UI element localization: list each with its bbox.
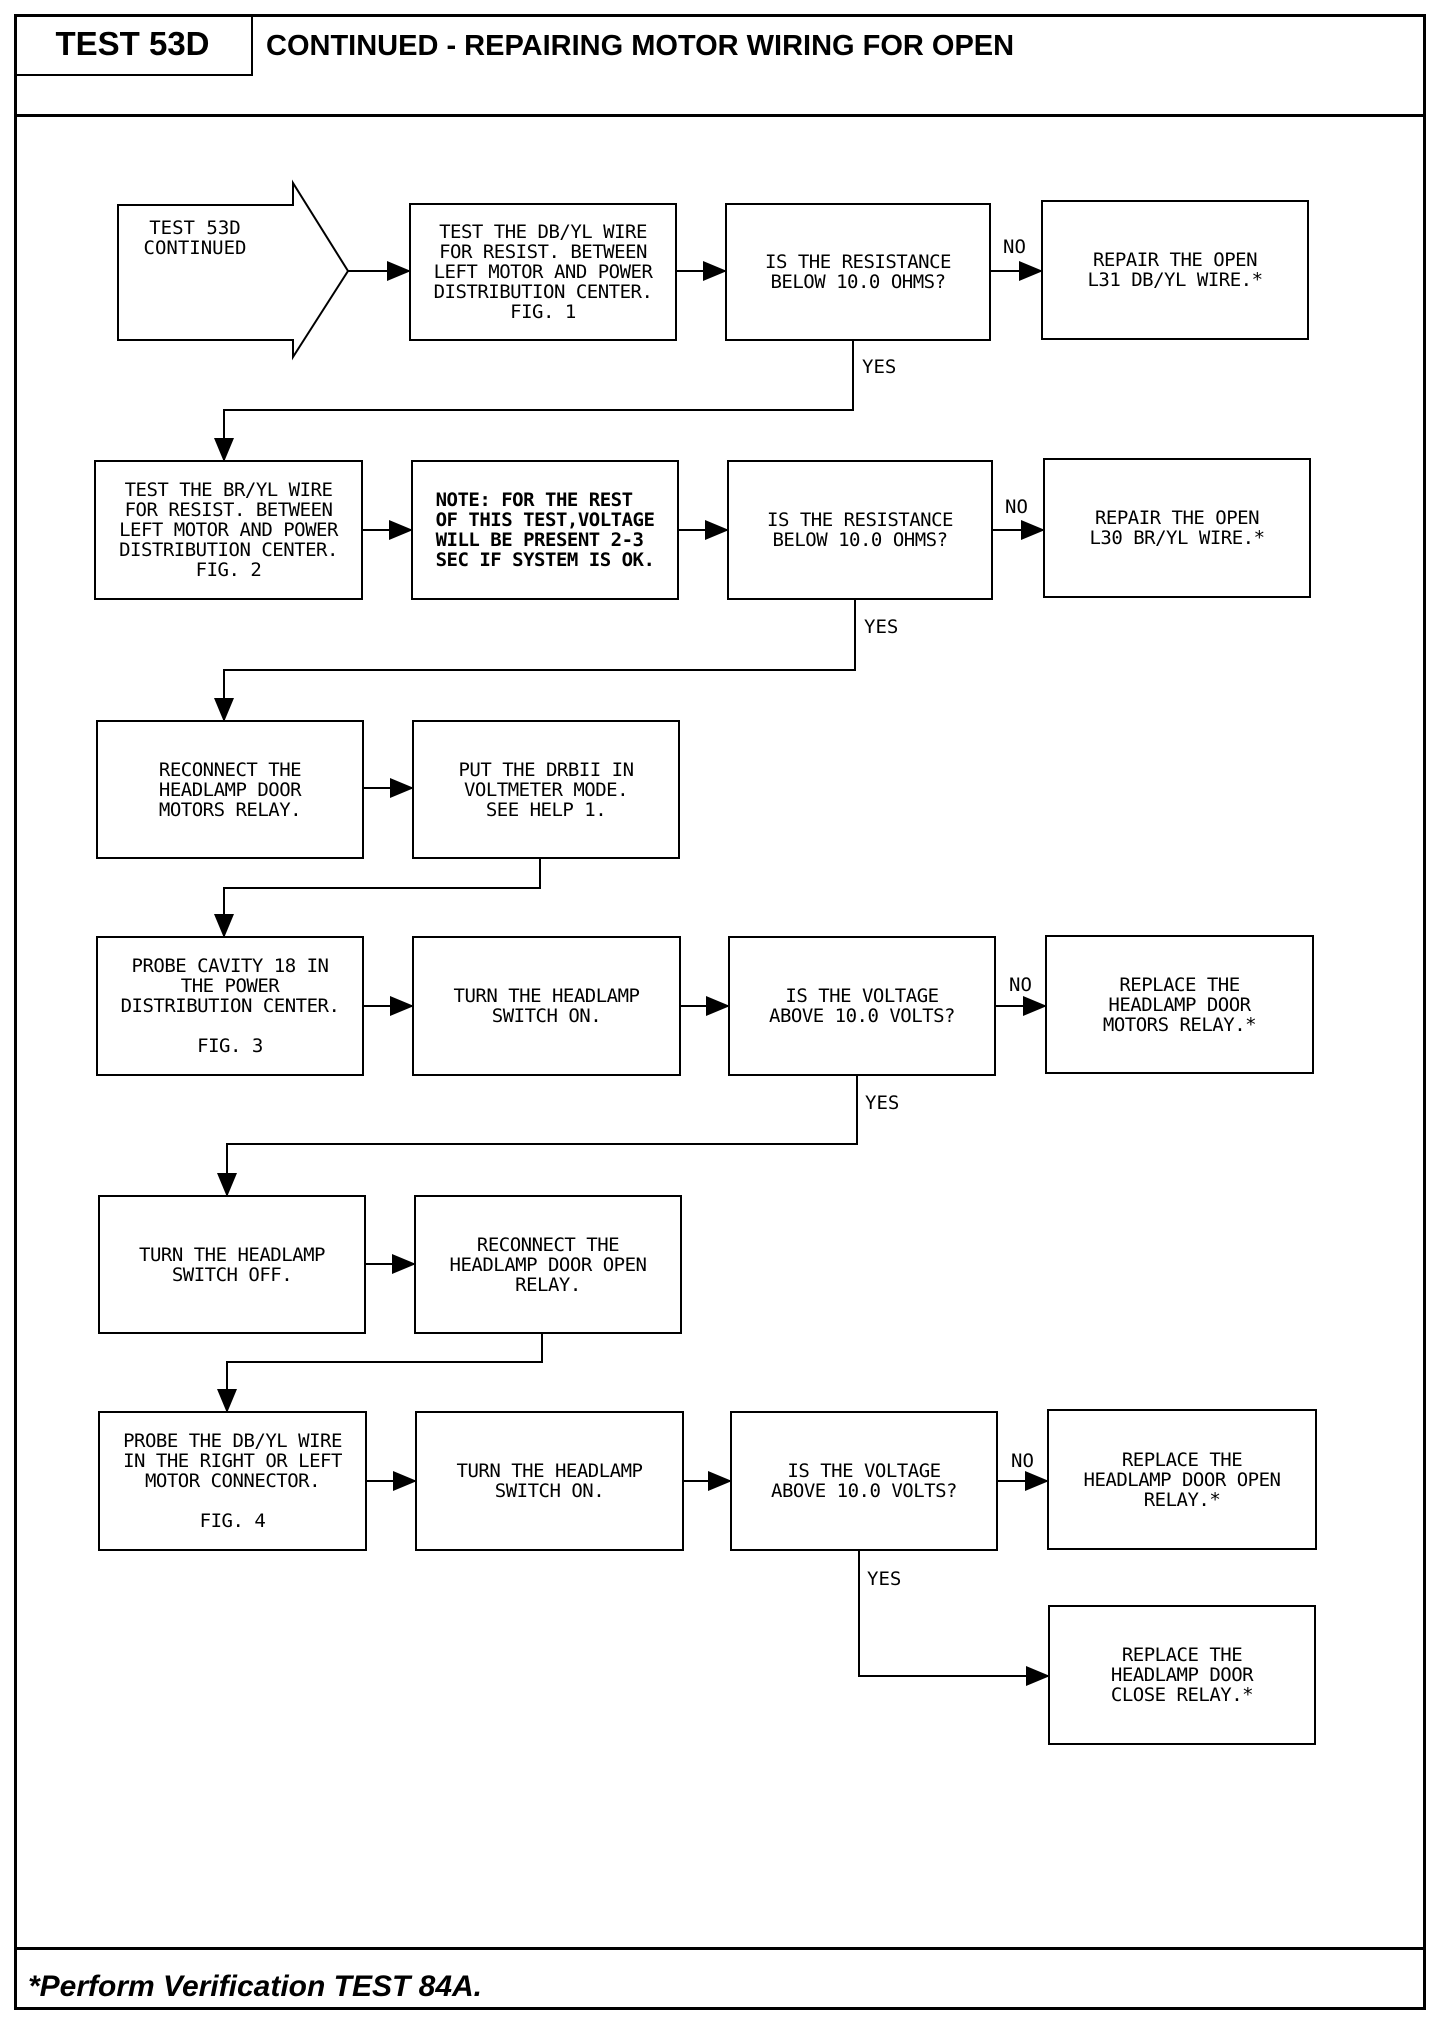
step-test-db-yl-wire-text: TEST THE DB/YL WIRE FOR RESIST. BETWEEN …: [433, 221, 653, 323]
step-headlamp-switch-on-1-text: TURN THE HEADLAMP SWITCH ON.: [453, 985, 640, 1027]
step-reconnect-motors-relay: RECONNECT THE HEADLAMP DOOR MOTORS RELAY…: [96, 720, 364, 859]
action-repair-l31-text: REPAIR THE OPEN L31 DB/YL WIRE.*: [1087, 249, 1263, 291]
step-headlamp-switch-on-1: TURN THE HEADLAMP SWITCH ON.: [412, 936, 681, 1076]
footer-divider: [14, 1947, 1426, 1950]
step-headlamp-switch-off: TURN THE HEADLAMP SWITCH OFF.: [98, 1195, 366, 1334]
step-probe-cavity-18: PROBE CAVITY 18 IN THE POWER DISTRIBUTIO…: [96, 936, 364, 1076]
footer-verification-note: *Perform Verification TEST 84A.: [28, 1970, 483, 2003]
step-probe-cavity-18-text: PROBE CAVITY 18 IN THE POWER DISTRIBUTIO…: [120, 955, 340, 1057]
start-arrow-text: TEST 53D CONTINUED: [143, 217, 247, 259]
action-repair-l30: REPAIR THE OPEN L30 BR/YL WIRE.*: [1043, 458, 1311, 598]
action-replace-open-relay-text: REPLACE THE HEADLAMP DOOR OPEN RELAY.*: [1083, 1448, 1281, 1511]
step-probe-db-yl-wire-text: PROBE THE DB/YL WIRE IN THE RIGHT OR LEF…: [123, 1430, 342, 1532]
action-repair-l31: REPAIR THE OPEN L31 DB/YL WIRE.*: [1041, 200, 1309, 340]
header-divider: [14, 114, 1426, 117]
yes-label-1: YES: [862, 356, 897, 378]
decision-resistance-1: IS THE RESISTANCE BELOW 10.0 OHMS?: [725, 203, 991, 341]
step-reconnect-open-relay: RECONNECT THE HEADLAMP DOOR OPEN RELAY.: [414, 1195, 682, 1334]
decision-voltage-1: IS THE VOLTAGE ABOVE 10.0 VOLTS?: [728, 936, 996, 1076]
test-id-label: TEST 53D: [14, 14, 253, 76]
no-label-4: NO: [1011, 1450, 1034, 1472]
step-drbii-voltmeter-text: PUT THE DRBII IN VOLTMETER MODE. SEE HEL…: [458, 758, 634, 821]
note-voltage-present: NOTE: FOR THE REST OF THIS TEST,VOLTAGE …: [411, 460, 679, 600]
step-test-br-yl-wire-text: TEST THE BR/YL WIRE FOR RESIST. BETWEEN …: [119, 479, 338, 581]
note-voltage-present-text: NOTE: FOR THE REST OF THIS TEST,VOLTAGE …: [435, 489, 655, 571]
start-arrow-shape: [117, 179, 350, 361]
no-label-2: NO: [1005, 496, 1028, 518]
decision-voltage-1-text: IS THE VOLTAGE ABOVE 10.0 VOLTS?: [769, 985, 955, 1027]
action-replace-close-relay-text: REPLACE THE HEADLAMP DOOR CLOSE RELAY.*: [1110, 1644, 1254, 1706]
decision-resistance-2: IS THE RESISTANCE BELOW 10.0 OHMS?: [727, 460, 993, 600]
step-reconnect-open-relay-text: RECONNECT THE HEADLAMP DOOR OPEN RELAY.: [449, 1233, 647, 1296]
action-repair-l30-text: REPAIR THE OPEN L30 BR/YL WIRE.*: [1089, 507, 1265, 549]
step-test-br-yl-wire: TEST THE BR/YL WIRE FOR RESIST. BETWEEN …: [94, 460, 363, 600]
step-reconnect-motors-relay-text: RECONNECT THE HEADLAMP DOOR MOTORS RELAY…: [158, 758, 302, 821]
no-label-1: NO: [1003, 236, 1026, 258]
decision-resistance-1-text: IS THE RESISTANCE BELOW 10.0 OHMS?: [765, 251, 951, 293]
step-headlamp-switch-on-2: TURN THE HEADLAMP SWITCH ON.: [415, 1411, 684, 1551]
no-label-3: NO: [1009, 974, 1032, 996]
step-drbii-voltmeter: PUT THE DRBII IN VOLTMETER MODE. SEE HEL…: [412, 720, 680, 859]
action-replace-motors-relay-text: REPLACE THE HEADLAMP DOOR MOTORS RELAY.*: [1102, 973, 1257, 1036]
action-replace-motors-relay: REPLACE THE HEADLAMP DOOR MOTORS RELAY.*: [1045, 935, 1314, 1074]
yes-label-2: YES: [864, 616, 899, 638]
yes-label-3: YES: [865, 1092, 900, 1114]
decision-voltage-2-text: IS THE VOLTAGE ABOVE 10.0 VOLTS?: [771, 1460, 957, 1502]
step-test-db-yl-wire: TEST THE DB/YL WIRE FOR RESIST. BETWEEN …: [409, 203, 677, 341]
decision-resistance-2-text: IS THE RESISTANCE BELOW 10.0 OHMS?: [767, 509, 953, 551]
step-probe-db-yl-wire: PROBE THE DB/YL WIRE IN THE RIGHT OR LEF…: [98, 1411, 367, 1551]
step-headlamp-switch-on-2-text: TURN THE HEADLAMP SWITCH ON.: [456, 1460, 643, 1502]
page-frame: [14, 14, 1426, 2010]
step-headlamp-switch-off-text: TURN THE HEADLAMP SWITCH OFF.: [139, 1243, 325, 1286]
page-title: CONTINUED - REPAIRING MOTOR WIRING FOR O…: [266, 30, 1015, 62]
decision-voltage-2: IS THE VOLTAGE ABOVE 10.0 VOLTS?: [730, 1411, 998, 1551]
action-replace-open-relay: REPLACE THE HEADLAMP DOOR OPEN RELAY.*: [1047, 1409, 1317, 1550]
action-replace-close-relay: REPLACE THE HEADLAMP DOOR CLOSE RELAY.*: [1048, 1605, 1316, 1745]
yes-label-4: YES: [867, 1568, 902, 1590]
test-id-text: TEST 53D: [55, 25, 210, 62]
